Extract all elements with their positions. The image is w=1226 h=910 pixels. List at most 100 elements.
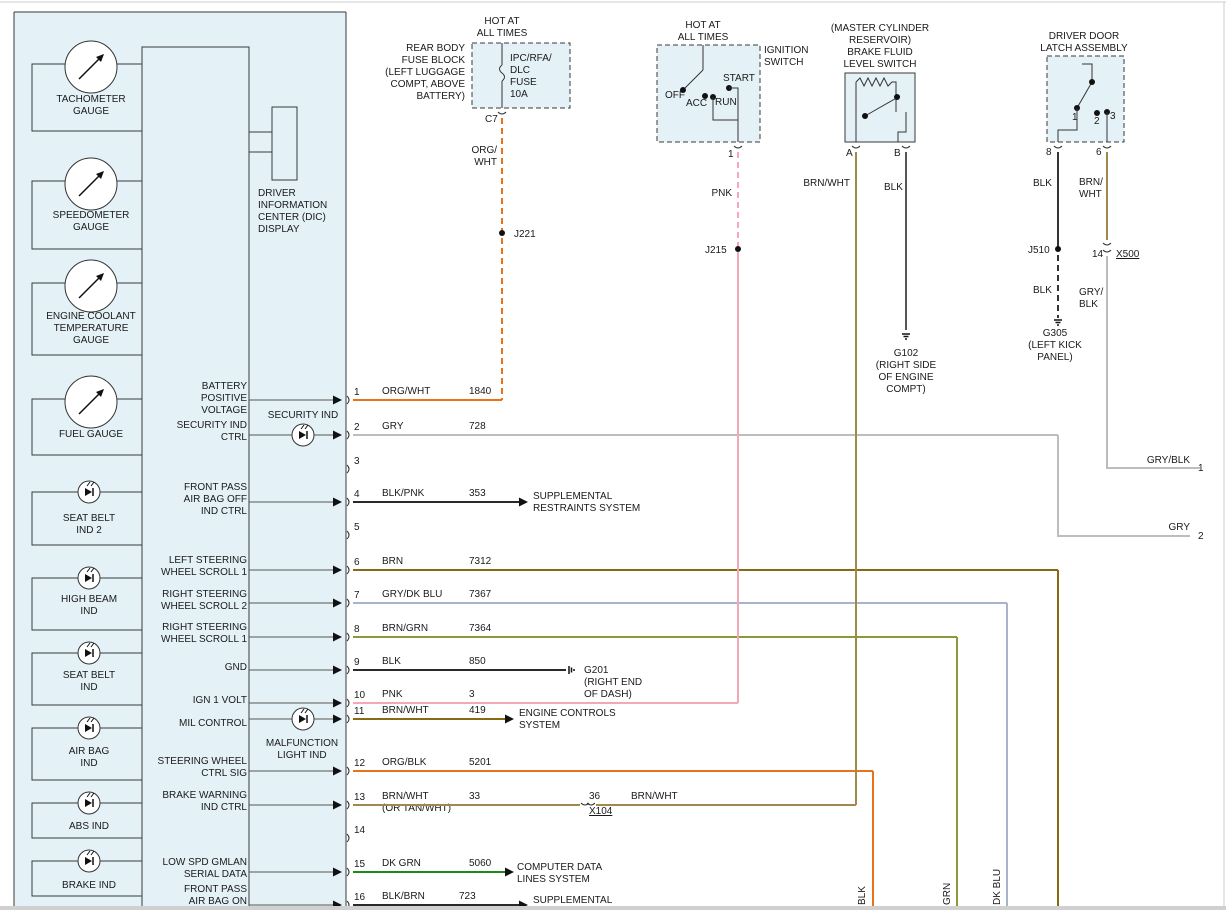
ign-run-path <box>712 97 739 142</box>
led-triangle <box>85 724 92 732</box>
pin-number: 11 <box>354 706 365 717</box>
ign-wire-color: PNK <box>711 188 732 199</box>
led-ray-2 <box>90 717 95 723</box>
led-indicator-icon <box>77 791 101 815</box>
gauge-needle-tip <box>96 273 104 281</box>
pin-circuit-number: 5201 <box>469 757 492 768</box>
pin-connector-icon <box>346 430 350 440</box>
gauge-needle-icon <box>64 157 118 211</box>
led-triangle <box>85 488 92 496</box>
brake-switch-blade <box>864 95 901 117</box>
pin-wire-color: GRY/DK BLU <box>382 589 442 600</box>
pin-arrow-icon <box>333 632 342 642</box>
pin-wire-color: BLK/PNK <box>382 488 425 499</box>
ign-pos-start: START <box>723 73 755 84</box>
gauge-needle-tip <box>96 389 104 397</box>
j221-splice-dot <box>499 230 505 236</box>
pin-connector-icon <box>346 867 350 877</box>
led-indicator-icon <box>77 641 101 665</box>
computer-data-arrow-icon <box>505 867 514 877</box>
pin-number: 4 <box>354 489 360 500</box>
j510-splice-dot <box>1055 246 1061 252</box>
brake-right-post <box>897 112 907 142</box>
led-ray-1 <box>86 792 91 798</box>
edge-ref-2-wire: GRY <box>1169 522 1191 533</box>
ign-pin-label: 1 <box>728 149 734 160</box>
pin-number: 14 <box>354 825 366 836</box>
pin-14: 14 <box>346 825 366 843</box>
pin-connector-icon <box>346 800 350 810</box>
latch-pin-3: 3 <box>1110 111 1116 122</box>
srs2-label: SUPPLEMENTAL <box>533 895 613 906</box>
latch-right-wire-color-2: GRY/BLK <box>1079 287 1103 310</box>
brake-b-connector <box>901 145 911 149</box>
latch-left-wire-color-2: BLK <box>1033 285 1052 296</box>
led-ray-2 <box>90 850 95 856</box>
pin-connector-icon <box>346 714 350 724</box>
gauge-3: FUEL GAUGE <box>31 375 142 456</box>
pin-circuit-number: 728 <box>469 421 486 432</box>
fuse-wire-color: ORG/WHT <box>471 145 497 168</box>
latch-wire-1 <box>1082 63 1093 82</box>
dic-display-box <box>271 106 298 181</box>
pin-number: 12 <box>354 758 366 769</box>
led-ray-1 <box>86 481 91 487</box>
ignition-switch-box <box>656 44 761 143</box>
pin-arrow-icon <box>333 665 342 675</box>
latch-blade <box>1076 81 1093 109</box>
x104-pin: 36 <box>589 791 601 802</box>
ipc-controller-box <box>141 46 250 910</box>
led-ray-2 <box>304 708 309 714</box>
pin-arrow-icon <box>333 698 342 708</box>
pin-number: 15 <box>354 859 366 870</box>
pin-wire-color: DK GRN <box>382 858 421 869</box>
led-ray-1 <box>86 642 91 648</box>
indicator-label: ABS IND <box>69 821 109 832</box>
pin-number: 10 <box>354 690 366 701</box>
pin-circuit-number: 7312 <box>469 556 492 567</box>
x500-connector-top <box>1102 242 1112 246</box>
pin-number: 5 <box>354 522 360 533</box>
pin-circuit-number: 419 <box>469 705 486 716</box>
bottom-strip <box>0 906 1226 910</box>
pin-connector-icon <box>346 395 350 405</box>
pin-number: 7 <box>354 590 360 601</box>
x500-connector-bottom <box>1102 249 1112 253</box>
pin-number: 6 <box>354 557 360 568</box>
security-ind-label: SECURITY IND <box>268 410 338 421</box>
pin-number: 2 <box>354 422 360 433</box>
ign-pos-acc: ACC <box>686 98 707 109</box>
pin-circuit-number: 7367 <box>469 589 492 600</box>
latch-pivot <box>1089 79 1095 85</box>
pin-circuit-number: 723 <box>459 891 476 902</box>
latch-pin-1: 1 <box>1072 112 1078 123</box>
engine-controls-arrow-icon <box>505 714 514 724</box>
brake-contact <box>894 94 900 100</box>
led-triangle <box>299 431 306 439</box>
pin-wire-color: BRN/WHT <box>382 705 429 716</box>
edge-ref-2: 2 <box>1198 531 1204 542</box>
